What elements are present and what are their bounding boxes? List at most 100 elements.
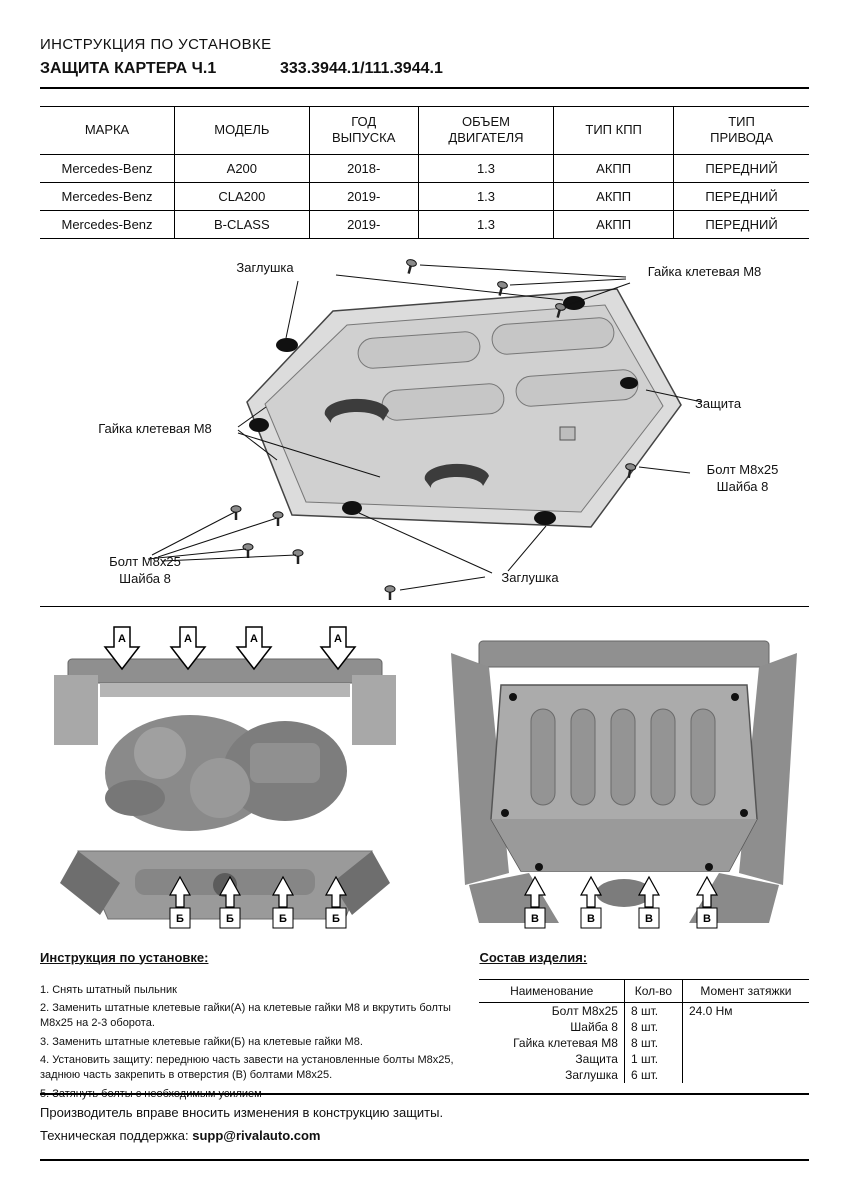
marker-arrow-a: А [235, 625, 273, 670]
part-qty: 6 шт. [623, 1066, 683, 1083]
part-torque [681, 1050, 809, 1067]
parts-row: Болт М8х25 8 шт. 24.0 Нм [479, 1002, 809, 1019]
cell-model: B-CLASS [174, 210, 310, 239]
col-header-model: МОДЕЛЬ [174, 106, 310, 155]
label-cage-nut-top: Гайка клетевая М8 [647, 263, 762, 279]
parts-title: Состав изделия: [479, 949, 588, 965]
vehicle-table-header-row: МАРКА МОДЕЛЬ ГОД ВЫПУСКА ОБЪЕМ ДВИГАТЕЛЯ… [40, 106, 809, 155]
table-row: Mercedes-Benz A200 2018- 1.3 АКПП ПЕРЕДН… [40, 154, 809, 183]
svg-text:В: В [587, 913, 595, 925]
plug-shapes [249, 295, 638, 525]
support-email: supp@rivalauto.com [192, 1128, 321, 1143]
parts-row: Заглушка 6 шт. [479, 1066, 809, 1083]
label-shield: Защита [695, 395, 742, 411]
instruction-step: 2. Заменить штатные клетевые гайки(А) на… [40, 1001, 451, 1030]
label-bolt-washer-right: Болт М8х25 Шайба 8 [706, 461, 779, 495]
parts-list: Состав изделия: Наименование Кол-во Моме… [479, 949, 809, 1106]
col-header-year: ГОД ВЫПУСКА [308, 106, 419, 155]
cell-brand: Mercedes-Benz [40, 210, 175, 239]
exploded-diagram: Заглушка Гайка клетевая М8 Защита Болт М… [40, 255, 809, 607]
parts-col-name: Наименование [479, 978, 625, 1003]
marker-arrow-v: В [637, 875, 661, 928]
svg-text:Б: Б [226, 913, 234, 925]
svg-text:В: В [645, 913, 653, 925]
exploded-diagram-drawing [147, 256, 703, 601]
parts-row: Гайка клетевая М8 8 шт. [479, 1034, 809, 1051]
doc-header: ИНСТРУКЦИЯ ПО УСТАНОВКЕ ЗАЩИТА КАРТЕРА Ч… [40, 36, 809, 89]
cell-brand: Mercedes-Benz [40, 182, 175, 211]
part-number: 333.3944.1/111.3944.1 [280, 60, 443, 77]
col-header-gearbox: ТИП КПП [553, 106, 674, 155]
part-qty: 8 шт. [623, 1034, 683, 1051]
svg-text:Б: Б [332, 913, 340, 925]
doc-subtitle-row: ЗАЩИТА КАРТЕРА Ч.1 333.3944.1/111.3944.1 [40, 60, 809, 89]
product-name: ЗАЩИТА КАРТЕРА Ч.1 [40, 60, 217, 77]
part-name: Болт М8х25 [551, 1003, 618, 1018]
svg-text:В: В [703, 913, 711, 925]
vehicle-table: МАРКА МОДЕЛЬ ГОД ВЫПУСКА ОБЪЕМ ДВИГАТЕЛЯ… [40, 106, 809, 239]
parts-row: Защита 1 шт. [479, 1050, 809, 1067]
part-name: Защита [575, 1051, 618, 1066]
support-line: Техническая поддержка: supp@rivalauto.co… [40, 1128, 809, 1143]
installation-photos: А А А А Б [40, 623, 809, 935]
callout-lines [147, 264, 703, 590]
svg-text:Б: Б [176, 913, 184, 925]
table-row: Mercedes-Benz CLA200 2019- 1.3 АКПП ПЕРЕ… [40, 182, 809, 211]
parts-col-qty: Кол-во [623, 978, 683, 1003]
marker-arrow-a: А [103, 625, 141, 670]
part-name: Шайба 8 [570, 1019, 618, 1034]
cell-gearbox: АКПП [553, 154, 674, 183]
cell-drive: ПЕРЕДНИЙ [673, 154, 809, 183]
label-plug-bottom: Заглушка [501, 569, 559, 585]
marker-arrow-b: Б [168, 875, 192, 928]
photo-before-drawing: А А А А Б [54, 625, 396, 928]
svg-text:Б: Б [279, 913, 287, 925]
svg-text:А: А [184, 633, 192, 645]
svg-text:А: А [334, 633, 342, 645]
cell-brand: Mercedes-Benz [40, 154, 175, 183]
cell-year: 2019- [308, 210, 419, 239]
cell-model: A200 [174, 154, 310, 183]
cell-year: 2019- [308, 182, 419, 211]
svg-text:А: А [250, 633, 258, 645]
marker-arrow-v: В [695, 875, 719, 928]
table-row: Mercedes-Benz B-CLASS 2019- 1.3 АКПП ПЕР… [40, 210, 809, 239]
cell-engine: 1.3 [417, 182, 554, 211]
parts-table: Наименование Кол-во Момент затяжки Болт … [479, 978, 809, 1083]
doc-footer: Производитель вправе вносить изменения в… [40, 1093, 809, 1161]
skid-plate-shape [246, 287, 682, 528]
marker-arrow-a: А [319, 625, 357, 670]
doc-title: ИНСТРУКЦИЯ ПО УСТАНОВКЕ [40, 36, 272, 53]
part-qty: 8 шт. [623, 1002, 683, 1019]
disclaimer-text: Производитель вправе вносить изменения в… [40, 1105, 444, 1120]
instruction-steps: 1. Снять штатный пыльник 2. Заменить шта… [40, 983, 459, 1103]
instruction-step: 1. Снять штатный пыльник [40, 983, 177, 996]
photo-after-installation: В В В В [439, 623, 809, 935]
marker-arrow-b: Б [218, 875, 242, 928]
support-label: Техническая поддержка: [40, 1128, 189, 1143]
part-torque [681, 1066, 809, 1083]
cell-drive: ПЕРЕДНИЙ [673, 210, 809, 239]
col-header-brand: МАРКА [40, 106, 175, 155]
part-qty: 1 шт. [623, 1050, 683, 1067]
marker-arrow-v: В [523, 875, 547, 928]
part-torque [681, 1034, 809, 1051]
label-bolt-washer-left: Болт М8х25 Шайба 8 [109, 553, 181, 587]
instruction-step: 4. Установить защиту: переднюю часть зав… [40, 1054, 454, 1082]
lower-section: Инструкция по установке: 1. Снять штатны… [40, 949, 809, 1106]
instructions-title: Инструкция по установке: [40, 949, 209, 965]
part-torque: 24.0 Нм [681, 1002, 809, 1019]
part-qty: 8 шт. [623, 1018, 683, 1035]
marker-arrow-a: А [169, 625, 207, 670]
part-name: Гайка клетевая М8 [513, 1035, 618, 1050]
parts-row: Шайба 8 8 шт. [479, 1018, 809, 1035]
label-plug-top: Заглушка [236, 259, 294, 275]
photo-before-installation: А А А А Б [40, 623, 410, 935]
cell-gearbox: АКПП [553, 182, 674, 211]
label-cage-nut-left: Гайка клетевая М8 [98, 420, 212, 436]
cell-engine: 1.3 [417, 154, 554, 183]
installation-instructions: Инструкция по установке: 1. Снять штатны… [40, 949, 479, 1106]
photo-after-drawing: В В В В [451, 640, 797, 928]
cell-gearbox: АКПП [553, 210, 674, 239]
marker-arrow-b: Б [324, 875, 348, 928]
